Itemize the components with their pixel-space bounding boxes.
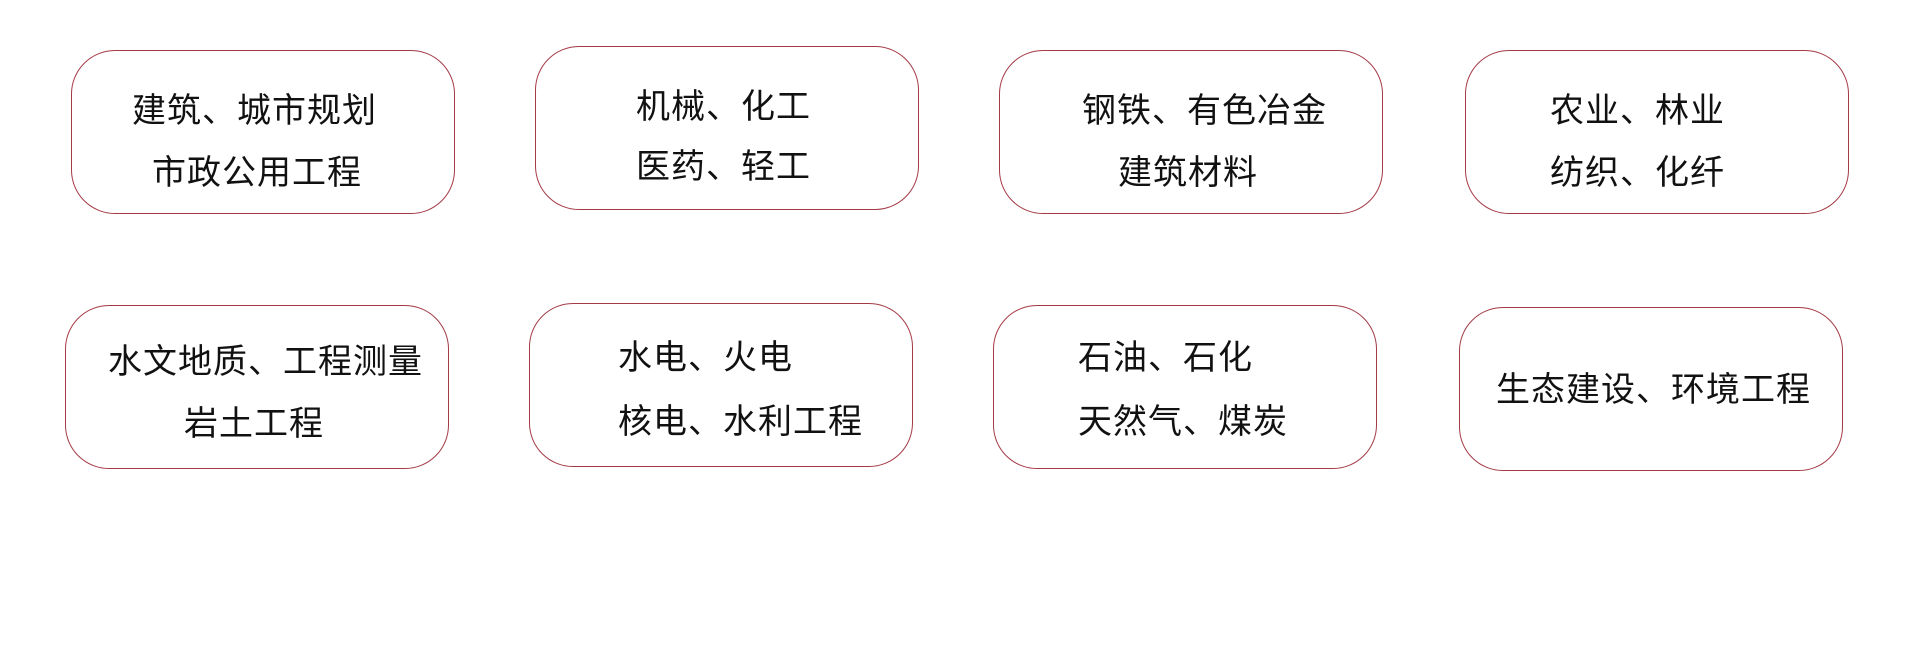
category-text: 钢铁、有色冶金 <box>1082 91 1327 131</box>
category-text: 建筑材料 <box>1118 153 1258 193</box>
category-text: 医药、轻工 <box>636 147 811 187</box>
category-box-2: 机械、化工 医药、轻工 <box>535 46 919 210</box>
category-text: 建筑、城市规划 <box>132 91 377 131</box>
category-text: 水文地质、工程测量 <box>108 342 423 382</box>
category-text: 机械、化工 <box>636 87 811 127</box>
category-box-4: 农业、林业 纺织、化纤 <box>1465 50 1849 214</box>
category-box-5: 水文地质、工程测量 岩土工程 <box>65 305 449 469</box>
category-box-3: 钢铁、有色冶金 建筑材料 <box>999 50 1383 214</box>
category-text: 生态建设、环境工程 <box>1496 370 1811 410</box>
category-text: 岩土工程 <box>184 404 324 444</box>
category-text: 市政公用工程 <box>152 153 362 193</box>
category-box-7: 石油、石化 天然气、煤炭 <box>993 305 1377 469</box>
category-box-6: 水电、火电 核电、水利工程 <box>529 303 913 467</box>
category-text: 农业、林业 <box>1550 91 1725 131</box>
category-text: 石油、石化 <box>1078 338 1253 378</box>
category-text: 水电、火电 <box>618 338 793 378</box>
category-text: 纺织、化纤 <box>1550 153 1725 193</box>
category-box-8: 生态建设、环境工程 <box>1459 307 1843 471</box>
category-box-1: 建筑、城市规划 市政公用工程 <box>71 50 455 214</box>
category-text: 核电、水利工程 <box>618 402 863 442</box>
category-text: 天然气、煤炭 <box>1078 402 1288 442</box>
